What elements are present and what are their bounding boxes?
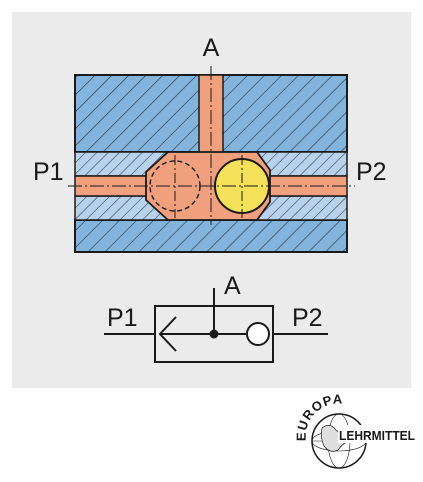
symbol-junction-dot xyxy=(209,329,219,339)
port-a-label: A xyxy=(203,34,220,62)
valve-section: A P1 P2 xyxy=(33,34,387,253)
symbol-a-label: A xyxy=(224,272,241,300)
shuttle-valve-symbol: A P1 P2 xyxy=(104,272,328,363)
symbol-ball xyxy=(246,322,270,346)
symbol-p2-label: P2 xyxy=(292,304,323,332)
port-p1-label: P1 xyxy=(33,158,64,186)
europa-lehrmittel-logo: EUROPA LEHRMITTEL xyxy=(294,391,416,469)
port-p2-label: P2 xyxy=(356,158,387,186)
symbol-seat-left xyxy=(158,316,177,352)
symbol-p1-label: P1 xyxy=(107,304,138,332)
logo-right-text: LEHRMITTEL xyxy=(339,428,415,443)
